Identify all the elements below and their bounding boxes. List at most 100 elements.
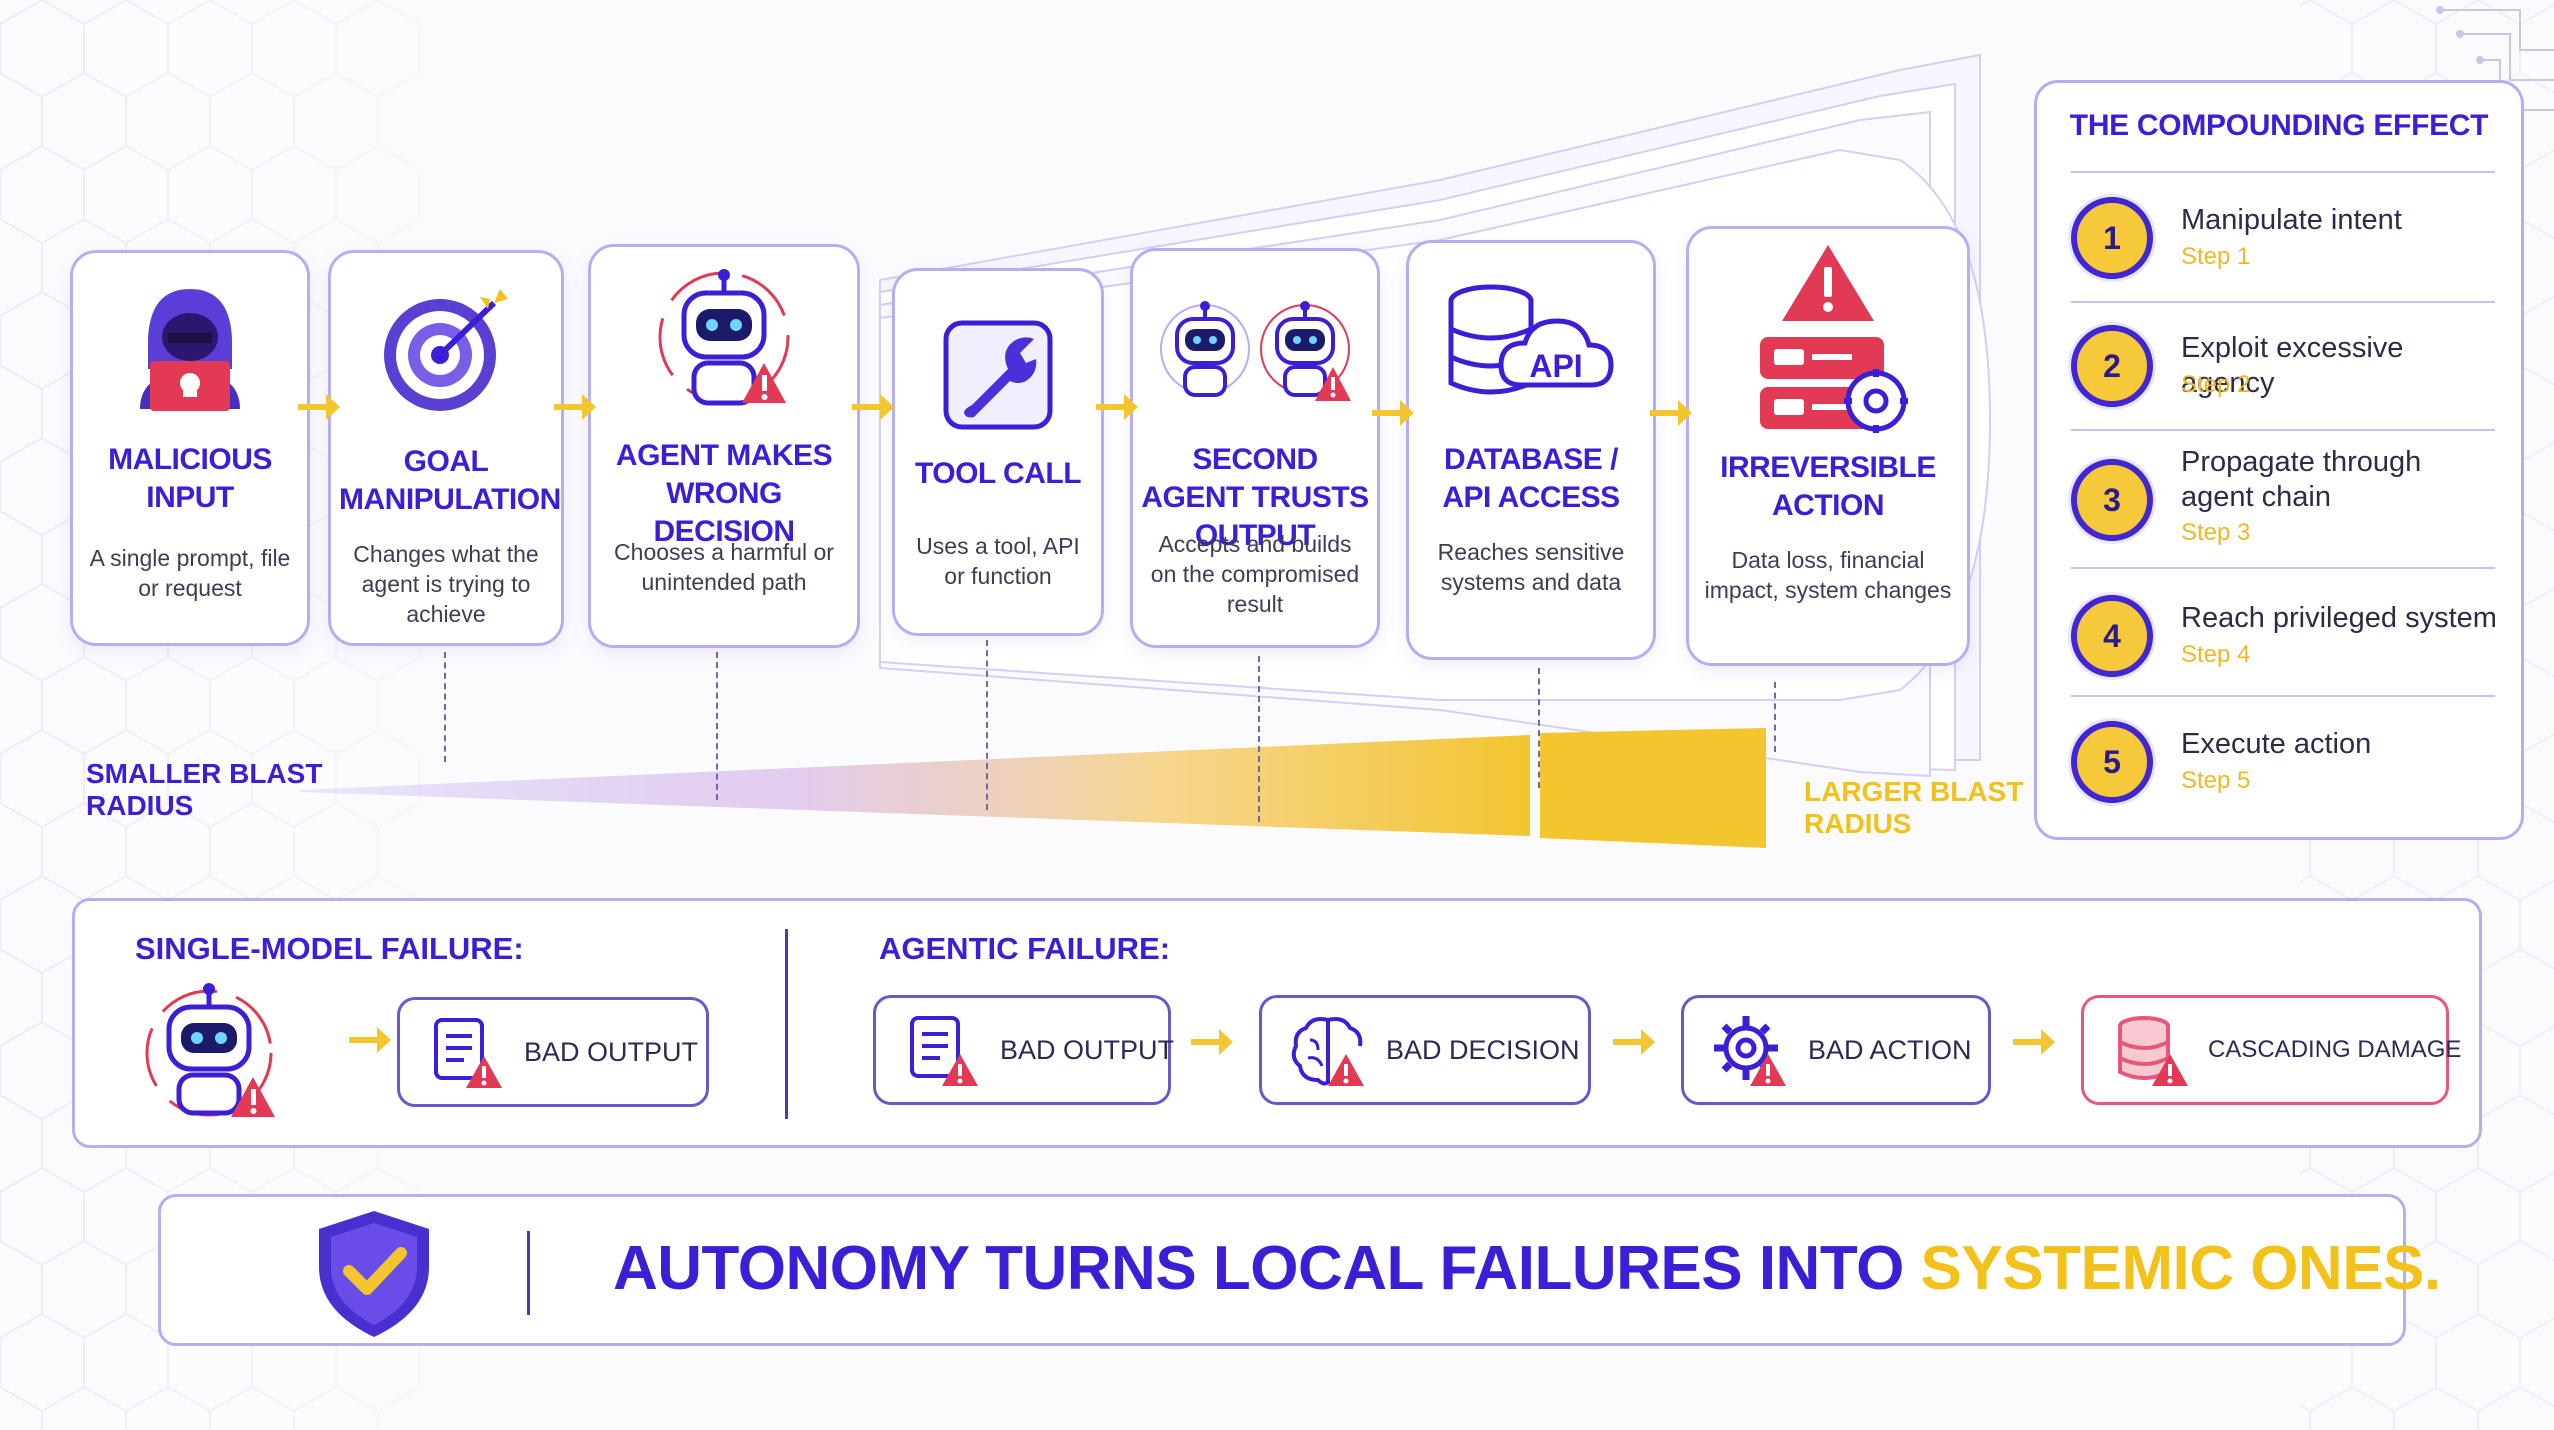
arrow-right-icon bbox=[2013, 1029, 2055, 1055]
arrow-right-icon bbox=[1372, 400, 1414, 426]
two-robots-icon bbox=[1160, 301, 1351, 401]
step-description: Reaches sensitive systems and data bbox=[1437, 539, 1625, 595]
step-description: Data loss, financial impact, system chan… bbox=[1704, 547, 1952, 603]
robot-warning-icon bbox=[145, 983, 275, 1117]
pill-label: CASCADING DAMAGE bbox=[2208, 1036, 2462, 1063]
step-title: TOOL CALL bbox=[914, 457, 1082, 490]
database-api-icon: API bbox=[1448, 284, 1614, 395]
banner-main-text: AUTONOMY TURNS LOCAL FAILURES INTO bbox=[613, 1234, 1921, 1303]
step-sublabel: Step 3 bbox=[2181, 519, 2251, 546]
step-card-wrong-decision: AGENT MAKES WRONG DECISION Chooses a har… bbox=[588, 244, 860, 648]
agentic-bad-output-pill: BAD OUTPUT bbox=[873, 995, 1175, 1105]
section-divider bbox=[785, 929, 788, 1119]
target-icon bbox=[384, 289, 508, 411]
connector-line bbox=[986, 640, 988, 810]
connector-line bbox=[1774, 682, 1776, 752]
arrow-right-icon bbox=[298, 394, 340, 420]
connector-line bbox=[444, 652, 446, 762]
agentic-failure-heading: AGENTIC FAILURE: bbox=[879, 931, 1171, 966]
gear-warning-icon bbox=[1714, 1016, 1786, 1086]
banner-divider bbox=[527, 1231, 530, 1315]
step-title: AGENT MAKES WRONG DECISION bbox=[615, 439, 833, 548]
single-model-failure-heading: SINGLE-MODEL FAILURE: bbox=[135, 931, 524, 966]
step-number-badge: 3 bbox=[2071, 459, 2153, 541]
shield-check-icon bbox=[319, 1211, 429, 1337]
step-number-badge: 1 bbox=[2071, 197, 2153, 279]
step-title: IRREVERSIBLE ACTION bbox=[1720, 451, 1936, 522]
step-title: SECOND AGENT TRUSTS OUTPUT bbox=[1141, 443, 1369, 552]
step-description: Chooses a harmful or unintended path bbox=[614, 539, 834, 595]
step-sublabel: Step 4 bbox=[2181, 641, 2251, 668]
arrow-right-icon bbox=[1191, 1029, 1233, 1055]
compounding-step: 5 Execute action Step 5 bbox=[2071, 713, 2501, 823]
api-label: API bbox=[1529, 348, 1582, 384]
pill-label: BAD DECISION bbox=[1386, 1034, 1580, 1065]
step-card-database-access: API DATABASE / API ACCESS Reaches sensit… bbox=[1406, 240, 1656, 660]
step-number-badge: 5 bbox=[2071, 721, 2153, 803]
step-text: Manipulate intent bbox=[2181, 204, 2402, 236]
divider bbox=[2071, 301, 2495, 303]
database-warning-icon bbox=[2118, 1016, 2188, 1086]
wrench-icon bbox=[943, 320, 1053, 430]
connector-line bbox=[716, 652, 718, 800]
step-card-irreversible-action: IRREVERSIBLE ACTION Data loss, financial… bbox=[1686, 226, 1970, 666]
step-card-second-agent: SECOND AGENT TRUSTS OUTPUT Accepts and b… bbox=[1130, 248, 1380, 648]
step-number-badge: 4 bbox=[2071, 595, 2153, 677]
document-warning-icon bbox=[910, 1016, 978, 1086]
compounding-effect-panel: THE COMPOUNDING EFFECT 1 Manipulate inte… bbox=[2034, 80, 2524, 840]
arrow-right-icon bbox=[1613, 1029, 1655, 1055]
server-alert-icon bbox=[1760, 245, 1908, 433]
arrow-right-icon bbox=[852, 394, 894, 420]
pill-label: BAD OUTPUT bbox=[1000, 1034, 1175, 1065]
connector-line bbox=[1538, 668, 1540, 788]
step-title: GOAL MANIPULATION bbox=[339, 445, 561, 516]
smaller-blast-radius-label: SMALLER BLAST RADIUS bbox=[86, 758, 323, 821]
brain-warning-icon bbox=[1291, 1017, 1364, 1086]
compounding-step: 4 Reach privileged system Step 4 bbox=[2071, 587, 2501, 697]
step-sublabel: Step 5 bbox=[2181, 767, 2251, 794]
step-card-malicious-input: MALICIOUS INPUT A single prompt, file or… bbox=[70, 250, 310, 646]
conclusion-banner: AUTONOMY TURNS LOCAL FAILURES INTO SYSTE… bbox=[158, 1194, 2441, 1346]
bad-action-pill: BAD ACTION bbox=[1681, 995, 1991, 1105]
compounding-step: 2 Exploit excessive agency Step 2 bbox=[2071, 317, 2501, 427]
divider bbox=[2071, 429, 2495, 431]
pill-label: BAD ACTION bbox=[1808, 1034, 1972, 1065]
step-description: Accepts and builds on the compromised re… bbox=[1150, 531, 1360, 617]
document-warning-icon bbox=[434, 1018, 502, 1088]
arrow-right-icon bbox=[554, 394, 596, 420]
step-text: Reach privileged system bbox=[2181, 602, 2497, 634]
compounding-step: 3 Propagate through agent chain Step 3 bbox=[2071, 445, 2501, 575]
step-title: MALICIOUS INPUT bbox=[108, 443, 272, 514]
step-card-tool-call: TOOL CALL Uses a tool, API or function bbox=[892, 268, 1104, 636]
compounding-step: 1 Manipulate intent Step 1 bbox=[2071, 189, 2501, 299]
connector-line bbox=[1258, 656, 1260, 822]
step-text: Propagate through agent chain bbox=[2181, 446, 2422, 513]
step-sublabel: Step 1 bbox=[2181, 243, 2251, 270]
step-sublabel: Step 2 bbox=[2181, 371, 2251, 398]
divider bbox=[2071, 695, 2495, 697]
step-title: DATABASE / API ACCESS bbox=[1442, 443, 1620, 514]
pill-label: BAD OUTPUT bbox=[524, 1036, 699, 1067]
step-text: Execute action bbox=[2181, 728, 2372, 760]
banner-highlight-text: SYSTEMIC ONES. bbox=[1920, 1234, 2442, 1303]
arrow-right-icon bbox=[1096, 394, 1138, 420]
cascading-damage-pill: CASCADING DAMAGE bbox=[2081, 995, 2461, 1105]
step-description: A single prompt, file or request bbox=[89, 545, 291, 601]
step-number-badge: 2 bbox=[2071, 325, 2153, 407]
step-text: Exploit excessive agency bbox=[2181, 332, 2404, 399]
panel-title: THE COMPOUNDING EFFECT bbox=[2069, 109, 2489, 142]
hacker-icon bbox=[140, 289, 240, 411]
arrow-right-icon bbox=[349, 1027, 391, 1053]
step-description: Changes what the agent is trying to achi… bbox=[353, 541, 539, 627]
robot-warning-icon bbox=[658, 269, 790, 406]
failure-comparison-box: SINGLE-MODEL FAILURE: AGENTIC FAILURE: B… bbox=[72, 898, 2482, 1148]
bad-decision-pill: BAD DECISION bbox=[1259, 995, 1591, 1105]
divider bbox=[2071, 171, 2495, 173]
step-description: Uses a tool, API or function bbox=[916, 533, 1080, 589]
larger-blast-radius-label: LARGER BLAST RADIUS bbox=[1804, 776, 2024, 839]
bad-output-pill: BAD OUTPUT bbox=[397, 997, 709, 1107]
divider bbox=[2071, 567, 2495, 569]
banner-message: AUTONOMY TURNS LOCAL FAILURES INTO SYSTE… bbox=[613, 1233, 2441, 1304]
arrow-right-icon bbox=[1650, 400, 1692, 426]
